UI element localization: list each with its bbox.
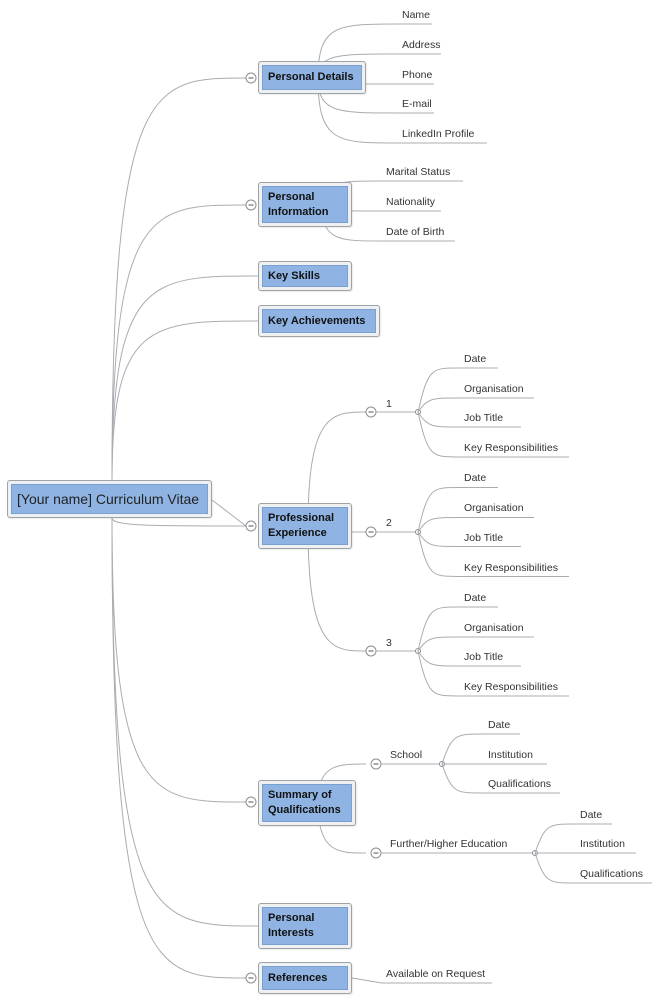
topic-personal-details[interactable]: Personal Details (258, 61, 366, 94)
topic-personal-interests[interactable]: Personal Interests (258, 903, 352, 949)
leaf-nationality[interactable]: Nationality (386, 196, 436, 208)
collapse-toggle-icon[interactable] (365, 645, 377, 657)
job-2-organisation[interactable]: Organisation (464, 502, 524, 514)
leaf-email[interactable]: E-mail (402, 98, 432, 110)
collapse-toggle-icon[interactable] (245, 796, 257, 808)
topic-professional-experience[interactable]: Professional Experience (258, 503, 352, 549)
job-1-date[interactable]: Date (464, 353, 487, 365)
leaf-connector (417, 606, 459, 652)
root-branch (111, 517, 247, 803)
qual-further-higher-label[interactable]: Further/Higher Education (390, 838, 508, 850)
higher-qualifications[interactable]: Qualifications (580, 868, 644, 880)
school-qualifications[interactable]: Qualifications (488, 778, 552, 790)
topic-key-achievements-label: Key Achievements (262, 309, 376, 333)
topic-references[interactable]: References (258, 962, 352, 994)
collapse-toggle-icon[interactable] (365, 406, 377, 418)
leaf-linkedin-profile[interactable]: LinkedIn Profile (402, 128, 475, 140)
job-1-job-title[interactable]: Job Title (464, 412, 504, 424)
root-branch (111, 517, 259, 927)
topic-summary-of-qualifications-label: Summary of Qualifications (262, 784, 352, 822)
higher-institution[interactable]: Institution (580, 838, 625, 850)
job-1-key-responsibilities[interactable]: Key Responsibilities (464, 442, 558, 454)
topic-personal-interests-label: Personal Interests (262, 907, 348, 945)
root-node[interactable]: [Your name] Curriculum Vitae (7, 480, 212, 518)
leaf-connector (417, 531, 459, 547)
leaf-connector (417, 531, 459, 577)
leaf-connector (441, 763, 483, 794)
collapse-toggle-icon[interactable] (370, 847, 382, 859)
root-label: [Your name] Curriculum Vitae (11, 484, 208, 514)
job-2-date[interactable]: Date (464, 472, 487, 484)
leaf-connector (317, 77, 399, 144)
leaf-connector (534, 852, 575, 884)
root-branch (111, 320, 259, 481)
collapse-toggle-icon[interactable] (245, 199, 257, 211)
leaf-connector (417, 650, 459, 667)
job-1-label[interactable]: 1 (386, 398, 392, 410)
leaf-phone[interactable]: Phone (402, 69, 433, 81)
leaf-available-on-request[interactable]: Available on Request (386, 968, 486, 980)
collapse-toggle-icon[interactable] (245, 520, 257, 532)
leaf-name[interactable]: Name (402, 9, 431, 21)
job-3-label[interactable]: 3 (386, 637, 392, 649)
leaf-connector (351, 977, 383, 984)
job-2-label[interactable]: 2 (386, 517, 392, 529)
collapse-toggle-icon[interactable] (370, 758, 382, 770)
leaf-connector (417, 650, 459, 697)
leaf-connector (417, 487, 459, 533)
qual-school-label[interactable]: School (390, 749, 423, 761)
leaf-connector (417, 411, 459, 458)
leaf-connector (417, 411, 459, 428)
job-2-key-responsibilities[interactable]: Key Responsibilities (464, 562, 558, 574)
higher-date[interactable]: Date (580, 809, 603, 821)
leaf-connector (534, 823, 575, 854)
leaf-connector (417, 636, 459, 652)
job-connector (307, 525, 367, 652)
job-3-key-responsibilities[interactable]: Key Responsibilities (464, 681, 558, 693)
topic-personal-information-label: Personal Information (262, 186, 348, 223)
leaf-date-of-birth[interactable]: Date of Birth (386, 226, 445, 238)
leaf-connector (417, 367, 459, 413)
topic-key-skills[interactable]: Key Skills (258, 261, 352, 291)
job-3-job-title[interactable]: Job Title (464, 651, 504, 663)
topic-personal-details-label: Personal Details (262, 65, 362, 90)
topic-key-skills-label: Key Skills (262, 265, 348, 287)
job-connector (307, 411, 367, 527)
root-branch (111, 77, 247, 481)
job-1-organisation[interactable]: Organisation (464, 383, 524, 395)
leaf-connector (441, 733, 483, 765)
topic-professional-experience-label: Professional Experience (262, 507, 348, 545)
leaf-address[interactable]: Address (402, 39, 441, 51)
collapse-toggle-icon[interactable] (245, 972, 257, 984)
root-branch (111, 275, 259, 481)
topic-summary-of-qualifications[interactable]: Summary of Qualifications (258, 780, 356, 826)
collapse-toggle-icon[interactable] (365, 526, 377, 538)
leaf-connector (417, 397, 459, 413)
topic-key-achievements[interactable]: Key Achievements (258, 305, 380, 337)
root-branch (111, 517, 247, 979)
leaf-marital-status[interactable]: Marital Status (386, 166, 451, 178)
job-3-organisation[interactable]: Organisation (464, 622, 524, 634)
topic-personal-information[interactable]: Personal Information (258, 182, 352, 227)
root-branch (111, 517, 247, 527)
school-institution[interactable]: Institution (488, 749, 533, 761)
collapse-toggle-icon[interactable] (245, 72, 257, 84)
topic-references-label: References (262, 966, 348, 990)
school-date[interactable]: Date (488, 719, 511, 731)
root-branch (111, 204, 247, 481)
leaf-connector (417, 517, 459, 533)
root-branch-pe (211, 499, 247, 527)
job-2-job-title[interactable]: Job Title (464, 532, 504, 544)
job-3-date[interactable]: Date (464, 592, 487, 604)
